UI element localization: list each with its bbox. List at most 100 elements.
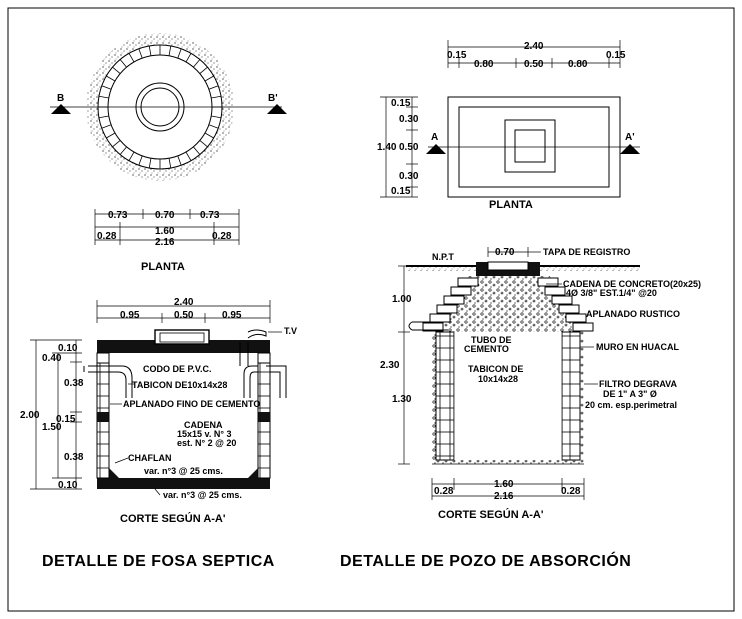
label-filtro-3: 20 cm. esp.perimetral [585,400,677,410]
pozo-dim-1-40: 1.40 [377,142,397,153]
pozo-dim-0-50: 0.50 [524,59,544,70]
corbel-brick-left [457,277,479,287]
brick-joint [98,95,109,99]
brick-joint [98,115,109,119]
brick-joint [148,158,152,169]
pozo-dim-0-28-left: 0.28 [434,486,454,497]
pozo-heading: DETALLE DE POZO DE ABSORCIÓN [340,551,631,570]
brick-joint [193,146,201,155]
brick-joint [101,85,112,90]
pozo-dim-0-15-bottom: 0.15 [391,186,411,197]
brick-joint [199,66,208,74]
section-mark-b-prime: B' [268,93,278,104]
sec-dim-2-00: 2.00 [20,410,40,421]
dim-0-73-right: 0.73 [200,210,220,221]
brick-joint [211,115,222,119]
septic-heading: DETALLE DE FOSA SEPTICA [42,553,275,570]
brick-joint [119,59,127,68]
pozo-dim-2-30: 2.30 [380,360,400,371]
pozo-dim-0-30-bottom: 0.30 [399,171,419,182]
pozo-dim-0-15-left: 0.15 [447,50,467,61]
brick-joint [119,146,127,155]
label-aplanado: APLANADO FINO DE CEMENTO [123,399,260,409]
septic-section: 2.40 0.95 0.50 0.95 [20,297,297,525]
corbel-brick-right [544,286,566,296]
pozo-dim-0-50-left: 0.50 [399,142,419,153]
pozo-section-mark-a-prime: A' [625,132,635,143]
brick-joint [106,75,116,82]
sec-dim-0-40: 0.40 [42,353,62,364]
pozo-dim-2-16: 2.16 [494,491,514,502]
brick-joint [138,48,143,59]
dim-0-28-right: 0.28 [212,231,232,242]
label-aplanado-rustico: APLANADO RUSTICO [586,309,680,319]
corbel-brick-right [537,277,559,287]
brick-joint [199,140,208,148]
brick-joint [148,45,152,56]
sec-dim-0-38-top: 0.38 [64,378,84,389]
corbel-brick-left [450,286,472,296]
label-cadena-1: CADENA [184,420,223,430]
label-filtro-1: FILTRO DEGRAVA [599,379,677,389]
dim-2-16: 2.16 [155,237,175,248]
dim-1-60: 1.60 [155,226,175,237]
corbel-brick-left [422,322,444,332]
dim-0-73-left: 0.73 [108,210,128,221]
label-cadena-concreto-1: CADENA DE CONCRETO(20x25) [563,279,701,289]
brick-joint [106,132,116,139]
sec-dim-0-15: 0.15 [56,414,76,425]
sec-dim-0-95-left: 0.95 [120,310,140,321]
label-tabicon-2: 10x14x28 [478,374,518,384]
label-codo: CODO DE P.V.C. [143,364,212,374]
brick-joint [128,53,135,63]
brick-joint [168,45,172,56]
brick-joint [208,85,219,90]
corbel-brick-left [436,304,458,314]
label-tubo-2: CEMENTO [464,344,509,354]
brick-joint [185,151,192,161]
sec-dim-2-40: 2.40 [174,297,194,308]
label-cadena-2: 15x15 v. N° 3 [177,429,231,439]
brick-joint [204,132,214,139]
label-cadena-concreto-2: 4Ø 3/8" EST.1/4" @20 [566,288,657,298]
pozo-dim-0-30-top: 0.30 [399,114,419,125]
septic-section-title: CORTE SEGÚN A-A' [120,512,226,525]
pozo-dim-1-60: 1.60 [494,479,514,490]
label-chaflan: CHAFLAN [128,453,172,463]
section-mark-b: B [57,93,64,104]
sec-dim-0-10-bottom: 0.10 [58,480,78,491]
sec-dim-0-38-bottom: 0.38 [64,452,84,463]
brick-joint [101,124,112,129]
pozo-dim-0-15-top: 0.15 [391,98,411,109]
pozo-dim-1-30: 1.30 [392,394,412,405]
brick-joint [128,151,135,161]
sec-dim-1-50: 1.50 [42,422,62,433]
brick-joint [112,140,121,148]
brick-joint [204,75,214,82]
corbel-brick-left [429,313,451,323]
dim-0-70: 0.70 [155,210,175,221]
brick-joint [185,53,192,63]
corbel-brick-right [572,322,594,332]
sec-dim-0-10-top: 0.10 [58,343,78,354]
label-tubo-1: TUBO DE [471,335,512,345]
pozo-dim-2-40: 2.40 [524,41,544,52]
sec-dim-0-50: 0.50 [174,310,194,321]
pozo-dim-0-80-left: 0.80 [474,59,494,70]
brick-joint [208,124,219,129]
brick-joint [138,155,143,166]
septic-plan: B B' [50,33,287,181]
label-cadena-3: est. N° 2 @ 20 [177,438,236,448]
label-tabicon: TABICON DE10x14x28 [132,380,227,390]
sec-dim-0-95-right: 0.95 [222,310,242,321]
label-tv: T.V [284,326,297,336]
pozo-section: N.P.T 0.70 TAPA DE REGISTRO 2.30 1.0 [380,247,701,521]
pozo-section-mark-a: A [431,132,438,143]
pozo-dim-0-15-right: 0.15 [606,50,626,61]
pozo-dim-0-80-right: 0.80 [568,59,588,70]
septic-plan-title: PLANTA [141,261,185,273]
brick-joint [168,158,172,169]
label-muro-huacal: MURO EN HUACAL [596,342,679,352]
pozo-dim-1-00: 1.00 [392,294,412,305]
